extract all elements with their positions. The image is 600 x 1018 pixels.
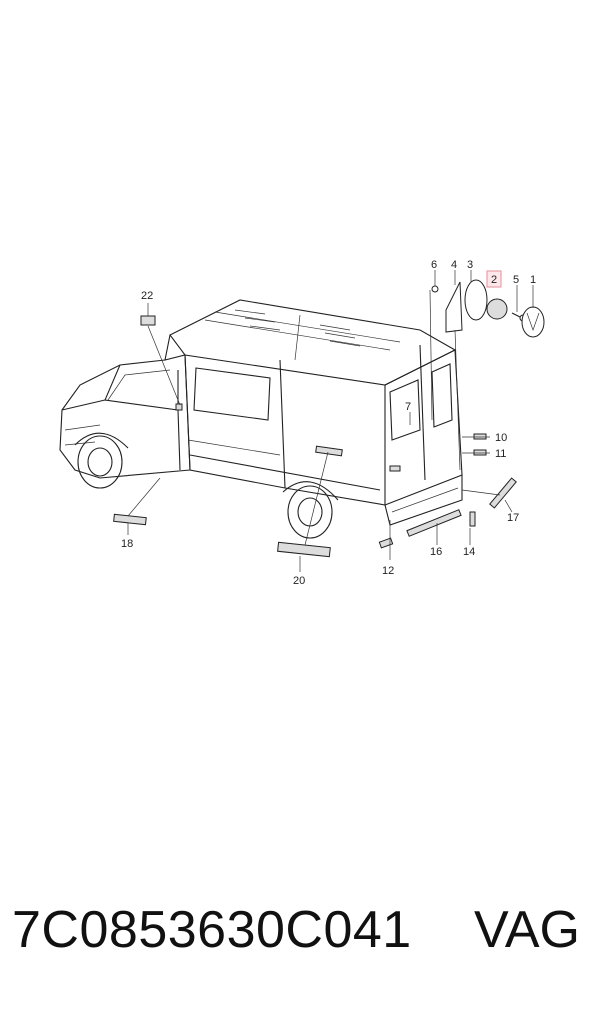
- van-illustration: [59, 299, 463, 539]
- leader-lines: [127, 270, 534, 572]
- callout-4: 4: [451, 259, 457, 271]
- callout-17: 17: [507, 512, 519, 524]
- callout-20: 20: [293, 575, 305, 587]
- callout-1: 1: [530, 274, 536, 286]
- callout-3: 3: [467, 259, 473, 271]
- callout-labels: 1 2 3 4 5 6 7 10 11 12 14 16 17 18 20 22: [121, 259, 536, 587]
- callout-18: 18: [121, 538, 133, 550]
- callout-6: 6: [431, 259, 437, 271]
- callout-14: 14: [463, 546, 475, 558]
- callout-2: 2: [491, 274, 497, 286]
- part-number: 7C0853630C041: [12, 901, 412, 959]
- callout-11: 11: [495, 448, 506, 460]
- callout-22: 22: [141, 290, 153, 302]
- brand-label: VAG: [474, 901, 580, 959]
- callout-5: 5: [513, 274, 519, 286]
- callout-7: 7: [405, 401, 411, 413]
- callout-16: 16: [430, 546, 442, 558]
- callout-10: 10: [495, 432, 507, 444]
- detached-parts: [113, 279, 545, 558]
- callout-12: 12: [382, 565, 394, 577]
- callout-2-highlight: [486, 270, 502, 288]
